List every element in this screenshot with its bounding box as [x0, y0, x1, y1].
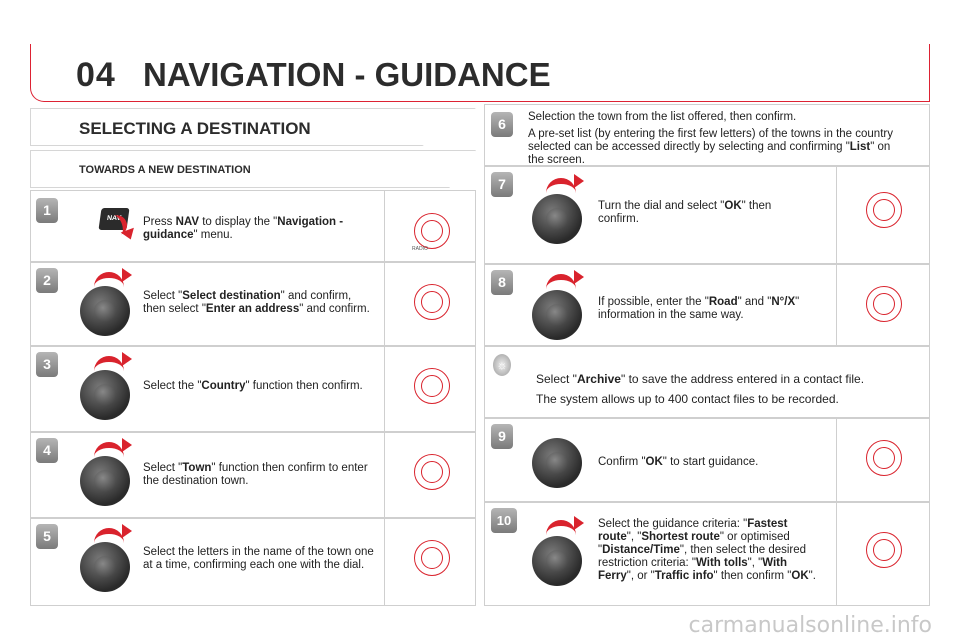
tip-box: [484, 346, 930, 418]
step-9-box: [484, 418, 930, 502]
step-2-badge: 2: [36, 268, 58, 293]
step-10-badge: 10: [491, 508, 517, 533]
step-2-panel: [384, 262, 476, 346]
step-3-text: Select the "Country" function then confi…: [143, 380, 363, 392]
dial-icon: [414, 368, 450, 404]
step-1-badge: 1: [36, 198, 58, 223]
step-10-panel: [836, 502, 930, 606]
step-9-badge: 9: [491, 424, 513, 449]
radio-label: RADIO: [412, 246, 428, 252]
step-9-panel: [836, 418, 930, 502]
arrow-icon: [546, 174, 584, 196]
knob-icon: [80, 456, 130, 506]
step-5-text: Select the letters in the name of the to…: [143, 546, 374, 571]
arrow-icon: [94, 524, 132, 546]
step-4-text: Select "Town" function then confirm to e…: [143, 462, 368, 487]
step-2-box: [30, 262, 476, 346]
knob-icon: [80, 286, 130, 336]
step-3-panel: [384, 346, 476, 432]
dial-icon: [866, 440, 902, 476]
step-4-badge: 4: [36, 438, 58, 463]
step-5-panel: [384, 518, 476, 606]
knob-icon: [80, 542, 130, 592]
step-3-box: [30, 346, 476, 432]
step-6-box: [484, 104, 930, 166]
step-1-panel: [384, 190, 476, 262]
section-title: SELECTING A DESTINATION: [30, 108, 476, 146]
dial-icon: [414, 454, 450, 490]
dial-icon: [414, 540, 450, 576]
knob-icon: [532, 290, 582, 340]
step-1-text: Press NAV to display the "Navigation - g…: [143, 216, 344, 241]
step-8-panel: [836, 264, 930, 346]
arrow-icon: [546, 516, 584, 538]
subsection-title: TOWARDS A NEW DESTINATION: [30, 150, 476, 188]
page-title: NAVIGATION - GUIDANCE: [143, 56, 551, 93]
knob-icon: [532, 438, 582, 488]
header-frame: [30, 44, 930, 102]
step-7-panel: [836, 166, 930, 264]
lightbulb-icon: ☼: [493, 354, 511, 376]
dial-icon: [866, 192, 902, 228]
step-10-box: [484, 502, 930, 606]
step-8-text: If possible, enter the "Road" and "N°/X"…: [598, 296, 800, 321]
step-2-text: Select "Select destination" and confirm,…: [143, 290, 370, 315]
step-1-box: [30, 190, 476, 262]
watermark[interactable]: carmanualsonline.info: [688, 613, 932, 638]
chapter-number: 04: [76, 56, 116, 94]
step-5-badge: 5: [36, 524, 58, 549]
dial-icon: [414, 284, 450, 320]
step-8-badge: 8: [491, 270, 513, 295]
arrow-icon: [94, 438, 132, 460]
tip-text: Select "Archive" to save the address ent…: [536, 372, 865, 406]
step-7-badge: 7: [491, 172, 513, 197]
arrow-icon: [94, 268, 132, 290]
step-6-text: Selection the town from the list offered…: [528, 111, 893, 166]
dial-icon: [414, 213, 450, 249]
step-5-box: [30, 518, 476, 606]
step-7-text: Turn the dial and select "OK" then confi…: [598, 200, 772, 225]
dial-icon: [866, 286, 902, 322]
step-4-panel: [384, 432, 476, 518]
step-6-badge: 6: [491, 112, 513, 137]
step-3-badge: 3: [36, 352, 58, 377]
step-7-box: [484, 166, 930, 264]
knob-icon: [532, 194, 582, 244]
arrow-icon: [546, 270, 584, 292]
dial-icon: [866, 532, 902, 568]
step-8-box: [484, 264, 930, 346]
knob-icon: [80, 370, 130, 420]
arrow-icon: [94, 352, 132, 374]
step-4-box: [30, 432, 476, 518]
knob-icon: [532, 536, 582, 586]
step-10-text: Select the guidance criteria: "Fastest r…: [598, 518, 816, 582]
step-9-text: Confirm "OK" to start guidance.: [598, 456, 759, 468]
